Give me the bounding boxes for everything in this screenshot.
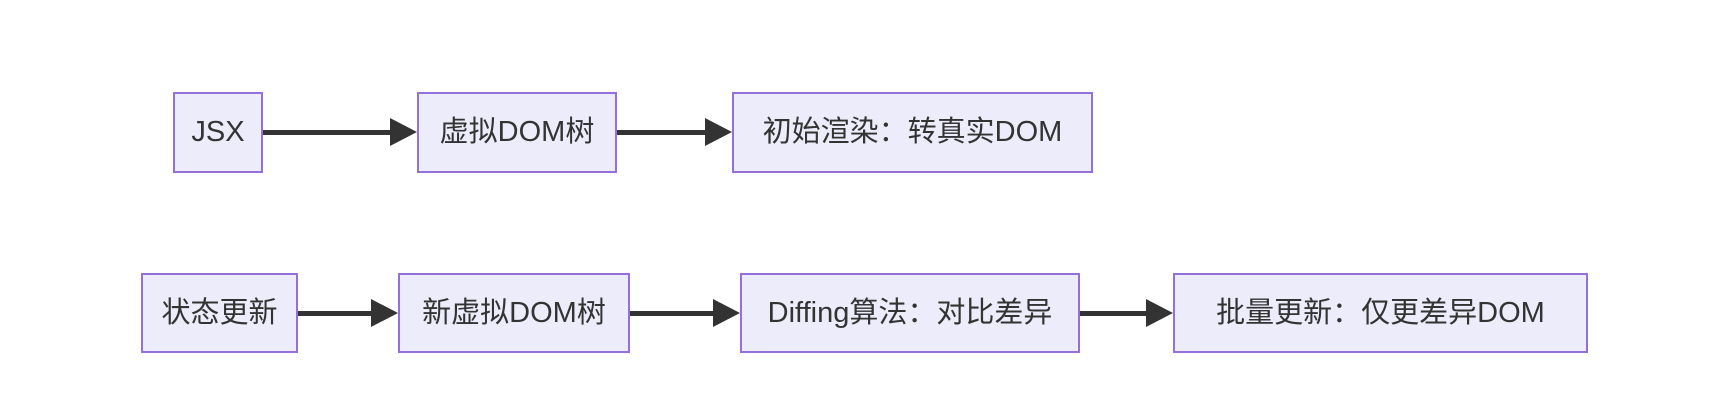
arrow-line [617,129,705,135]
node-jsx: JSX [173,92,263,173]
arrowhead-icon [371,299,398,327]
node-virtual-dom-tree: 虚拟DOM树 [417,92,617,173]
arrow-line [630,310,713,316]
arrow-state-update-to-new-virtual-dom-tree [298,299,398,327]
node-new-virtual-dom-tree: 新虚拟DOM树 [398,273,630,353]
arrow-virtual-dom-tree-to-initial-render [617,118,732,146]
arrow-line [263,129,390,135]
node-diffing-algorithm: Diffing算法：对比差异 [740,273,1080,353]
arrowhead-icon [713,299,740,327]
arrowhead-icon [705,118,732,146]
node-initial-render: 初始渲染：转真实DOM [732,92,1093,173]
node-batch-update: 批量更新：仅更差异DOM [1173,273,1588,353]
arrow-line [1080,310,1146,316]
arrow-jsx-to-virtual-dom-tree [263,118,417,146]
arrowhead-icon [390,118,417,146]
arrow-diffing-to-batch-update [1080,299,1173,327]
arrow-new-virtual-dom-tree-to-diffing [630,299,740,327]
node-state-update: 状态更新 [141,273,298,353]
arrowhead-icon [1146,299,1173,327]
arrow-line [298,310,371,316]
